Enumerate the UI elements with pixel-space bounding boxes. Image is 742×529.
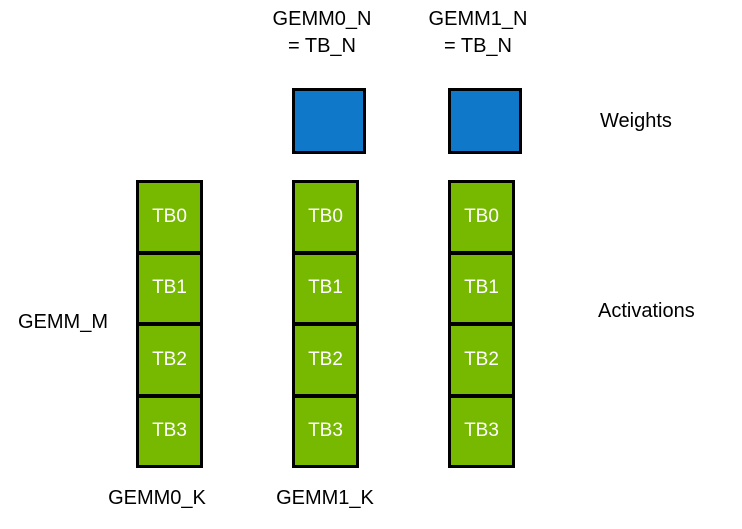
weight-square-gemm1	[448, 88, 522, 154]
thread-block-tb3: TB3	[295, 397, 356, 465]
gemm0-n-dimension-label: GEMM0_N = TB_N	[242, 6, 402, 60]
gemm1-n-label-line2: = TB_N	[444, 35, 512, 57]
activation-column-2: TB0 TB1 TB2 TB3	[448, 180, 515, 468]
thread-block-tb0: TB0	[139, 183, 200, 251]
thread-block-tb0: TB0	[295, 183, 356, 251]
weights-label: Weights	[600, 110, 672, 132]
thread-block-tb2: TB2	[295, 326, 356, 394]
gemm1-n-label-line1: GEMM1_N	[428, 8, 528, 30]
activation-column-1: TB0 TB1 TB2 TB3	[292, 180, 359, 468]
thread-block-tb1: TB1	[295, 254, 356, 322]
thread-block-tb2: TB2	[139, 326, 200, 394]
activation-column-0: TB0 TB1 TB2 TB3	[136, 180, 203, 468]
gemm1-k-dimension-label: GEMM1_K	[276, 487, 374, 509]
thread-block-tb3: TB3	[451, 397, 512, 465]
gemm0-n-label-line1: GEMM0_N	[272, 8, 372, 30]
thread-block-tb3: TB3	[139, 397, 200, 465]
thread-block-tb2: TB2	[451, 326, 512, 394]
activations-label: Activations	[598, 300, 695, 322]
thread-block-tb1: TB1	[451, 254, 512, 322]
gemm-m-dimension-label: GEMM_M	[18, 311, 108, 333]
thread-block-tb0: TB0	[451, 183, 512, 251]
gemm1-n-dimension-label: GEMM1_N = TB_N	[398, 6, 558, 60]
gemm0-n-label-line2: = TB_N	[288, 35, 356, 57]
gemm0-k-dimension-label: GEMM0_K	[108, 487, 206, 509]
weight-square-gemm0	[292, 88, 366, 154]
thread-block-tb1: TB1	[139, 254, 200, 322]
